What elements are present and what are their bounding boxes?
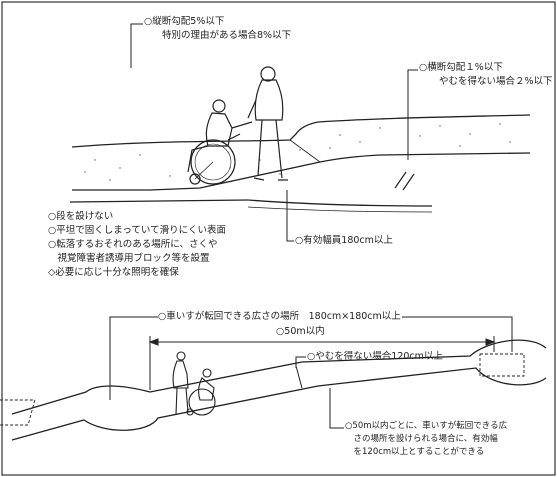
top-walkway-illustration [69,114,531,213]
turning-space-left [0,399,36,426]
bottom-dimension-lines [109,316,513,429]
longitudinal-slope-caption: ○縦断勾配5%以下 特別の理由がある場合8%以下 [144,16,291,42]
top-leader-lines [130,23,418,242]
top-notes-list: ○段を設けない ○平坦で固くしまっていて滑りにくい表面 ○転落するおそれのある場… [48,210,226,280]
longitudinal-slope-exception: 特別の理由がある場合8%以下 [162,30,292,41]
turning-space-label: ○車いすが転回できる広さの場所 180cm×180cm以上 [158,311,401,322]
bottom-walkway-illustration [0,339,547,441]
bottom-wheelchair-illustration [172,351,216,416]
note-item: ◇必要に応じ十分な照明を確保 [48,267,179,278]
effective-width-label: ○有効幅員180cm以上 [295,235,393,246]
bottom-note-line: を120cm以上とすることができる [345,447,485,457]
note-item: 視覚障害者誘導用ブロック等を設置 [48,253,210,264]
note-item: ○平坦で固くしまっていて滑りにくい表面 [48,225,226,236]
cross-slope-label: ○横断勾配１%以下 [419,62,503,73]
interval-label: ○50m以内 [276,326,325,337]
wheelchair-user-with-helper-illustration [187,66,288,185]
longitudinal-slope-label: ○縦断勾配5%以下 [144,16,225,27]
cross-slope-exception: やむを得ない場合２%以下 [439,76,553,87]
turning-space-right [479,353,525,377]
note-item: ○転落するおそれのある場所に、さくや [48,239,218,250]
minimum-width-label: ○やむを得ない場合120cm以上 [307,351,443,362]
bottom-note-line: さの場所を設けられる場合に、有効幅 [345,434,498,444]
cross-slope-caption: ○横断勾配１%以下 やむを得ない場合２%以下 [419,62,553,88]
bottom-note: ○50m以内ごとに、車いすが転回できる広 さの場所を設けられる場合に、有効幅 を… [345,420,507,459]
note-item: ○段を設けない [48,211,114,222]
bottom-note-line: ○50m以内ごとに、車いすが転回できる広 [345,421,508,431]
